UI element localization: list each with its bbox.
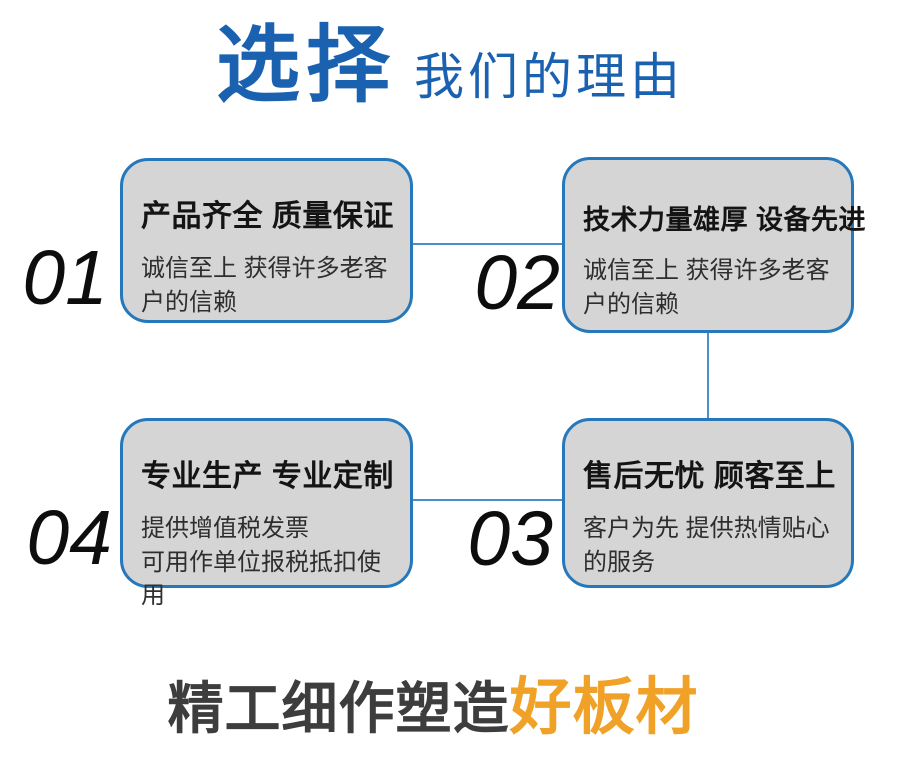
step-number-02: 02 <box>474 240 560 326</box>
tagline-orange-text: 好板材 <box>509 673 699 742</box>
reason-card-04: 专业生产 专业定制 提供增值税发票 可用作单位报税抵扣使用 <box>120 418 413 609</box>
reason-card-02-desc: 诚信至上 获得许多老客户的信赖 <box>583 257 830 318</box>
reason-card-04-title: 专业生产 专业定制 <box>141 460 394 493</box>
reason-card-04-desc: 提供增值税发票 可用作单位报税抵扣使用 <box>141 515 381 610</box>
reason-card-01-title: 产品齐全 质量保证 <box>141 200 394 233</box>
reason-card-03-title: 售后无忧 顾客至上 <box>583 460 836 493</box>
reason-card-02: 技术力量雄厚 设备先进 诚信至上 获得许多老客户的信赖 <box>562 157 867 333</box>
reason-card-01: 产品齐全 质量保证 诚信至上 获得许多老客户的信赖 <box>120 158 413 323</box>
title-main-text: 选择 <box>215 18 396 112</box>
reason-card-03-desc: 客户为先 提供热情贴心的服务 <box>583 515 830 576</box>
connector-box01-box02 <box>413 243 562 245</box>
step-number-04: 04 <box>26 495 112 581</box>
connector-box02-box03 <box>707 333 709 419</box>
reason-card-01-desc: 诚信至上 获得许多老客户的信赖 <box>141 255 388 316</box>
reason-card-02-title: 技术力量雄厚 设备先进 <box>583 205 867 235</box>
tagline-dark-text: 精工细作塑造 <box>167 677 510 740</box>
reason-card-03: 售后无忧 顾客至上 客户为先 提供热情贴心的服务 <box>562 418 854 588</box>
title-sub-text: 我们的理由 <box>414 49 684 105</box>
step-number-01: 01 <box>22 235 108 321</box>
tagline: 精工细作塑造好板材 <box>0 672 900 743</box>
connector-box04-box03 <box>413 499 562 501</box>
step-number-03: 03 <box>467 496 553 582</box>
page-title: 选择 我们的理由 <box>0 18 900 112</box>
